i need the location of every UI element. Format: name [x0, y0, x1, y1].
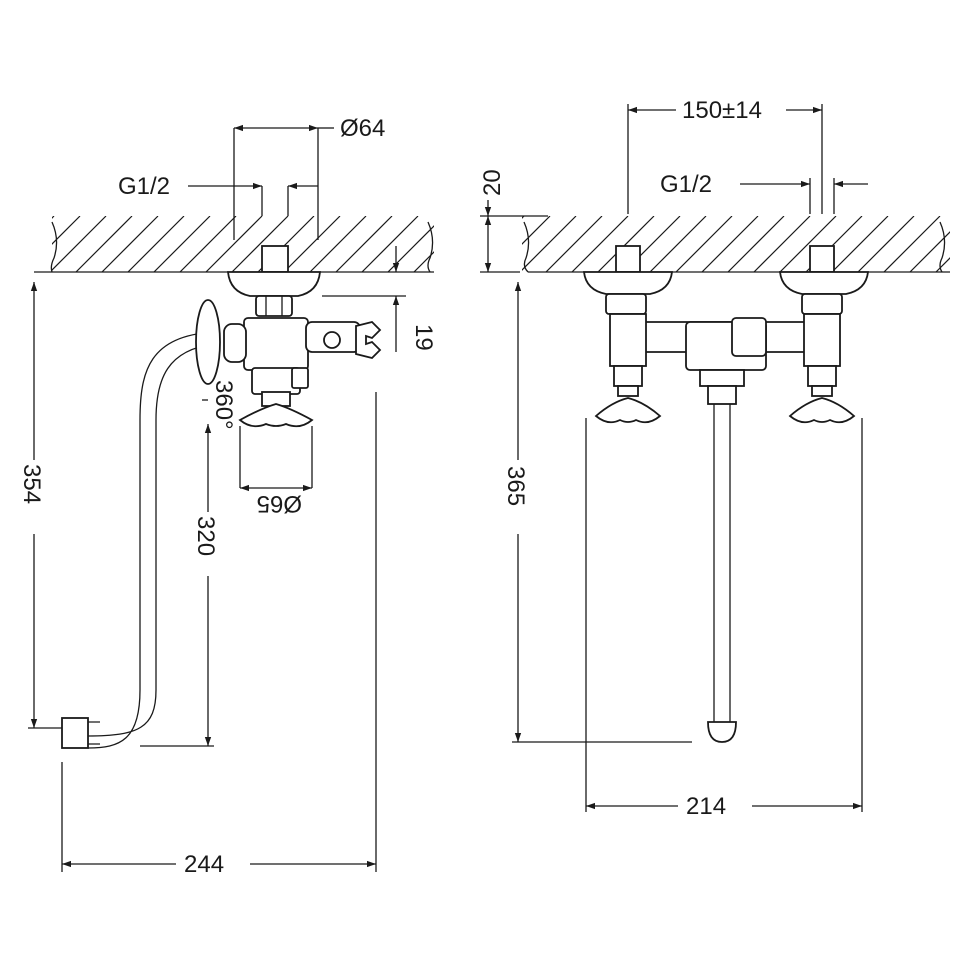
dim-flange-diameter: Ø64 [340, 115, 385, 142]
spout-nozzle [61, 717, 89, 749]
hatch-line [522, 216, 577, 271]
hatch-line [309, 216, 367, 272]
hatch-line [675, 216, 733, 272]
hatch-line [153, 216, 211, 272]
flange-right [778, 271, 870, 295]
hatch-line [857, 216, 915, 272]
dim-centers: 150±14 [682, 97, 762, 124]
dim-thread-front: G1/2 [660, 171, 712, 198]
cross-handle-left [238, 403, 314, 428]
dim-total-height-side: 354 [18, 464, 45, 504]
shower-holder [355, 321, 382, 359]
wall-hatching-left [0, 216, 548, 272]
hatch-line [492, 216, 548, 272]
hatch-line [962, 216, 970, 272]
dim-width: 214 [686, 793, 726, 820]
hatch-line [831, 216, 889, 272]
hatch-line [101, 216, 159, 272]
spout-pipe [87, 331, 215, 749]
dim-wall-offset: 20 [479, 169, 506, 196]
swivel-ring [195, 299, 221, 385]
front-view: 150±14 G1/2 20 365 214 [442, 97, 970, 820]
wall-flange [227, 271, 321, 297]
hex-nut [255, 295, 293, 317]
dim-rotation: 360° [210, 380, 237, 430]
hatch-line [701, 216, 759, 272]
hatch-line [127, 216, 185, 272]
hatch-line [0, 216, 28, 272]
hatch-line [753, 216, 811, 272]
hatch-line [52, 216, 55, 219]
hatch-line [649, 216, 707, 272]
hatch-line [597, 216, 655, 272]
dim-handle-diameter: Ø65 [257, 490, 302, 517]
hatch-line [205, 216, 263, 272]
spout-vertical [713, 404, 731, 724]
inlet-stub [261, 245, 289, 273]
hatch-line [935, 257, 950, 272]
hatch-line [52, 216, 107, 271]
side-view: Ø64 G1/2 19 360° Ø65 320 354 244 [0, 115, 548, 878]
flange-left [582, 271, 674, 295]
hatch-line [231, 216, 289, 272]
hatch-line [727, 216, 785, 272]
hatch-line [522, 216, 551, 245]
hatch-line [413, 251, 434, 272]
hatch-line [522, 216, 525, 219]
hatch-line [75, 216, 133, 272]
hatch-line [909, 231, 950, 272]
wall-hatching-right [442, 216, 970, 272]
hatch-line [571, 216, 629, 272]
hatch-line [545, 216, 603, 272]
hatch-line [466, 216, 522, 272]
valve-body [243, 317, 309, 371]
hatch-line [779, 216, 837, 272]
dim-thread-side: G1/2 [118, 173, 170, 200]
dim-total-height-front: 365 [502, 466, 529, 506]
cross-handle-front-right [788, 397, 856, 424]
hatch-line [179, 216, 237, 272]
dim-spout-height: 320 [192, 516, 219, 556]
hatch-line [883, 216, 941, 272]
hatch-line [283, 216, 341, 272]
dim-offset: 19 [410, 324, 437, 351]
dim-spout-reach: 244 [184, 851, 224, 878]
hatch-line [335, 216, 393, 272]
hatch-line [387, 225, 434, 272]
cross-handle-front-left [594, 397, 662, 424]
hatch-line [442, 216, 498, 272]
hatch-line [361, 216, 419, 272]
hatch-line [52, 216, 81, 245]
